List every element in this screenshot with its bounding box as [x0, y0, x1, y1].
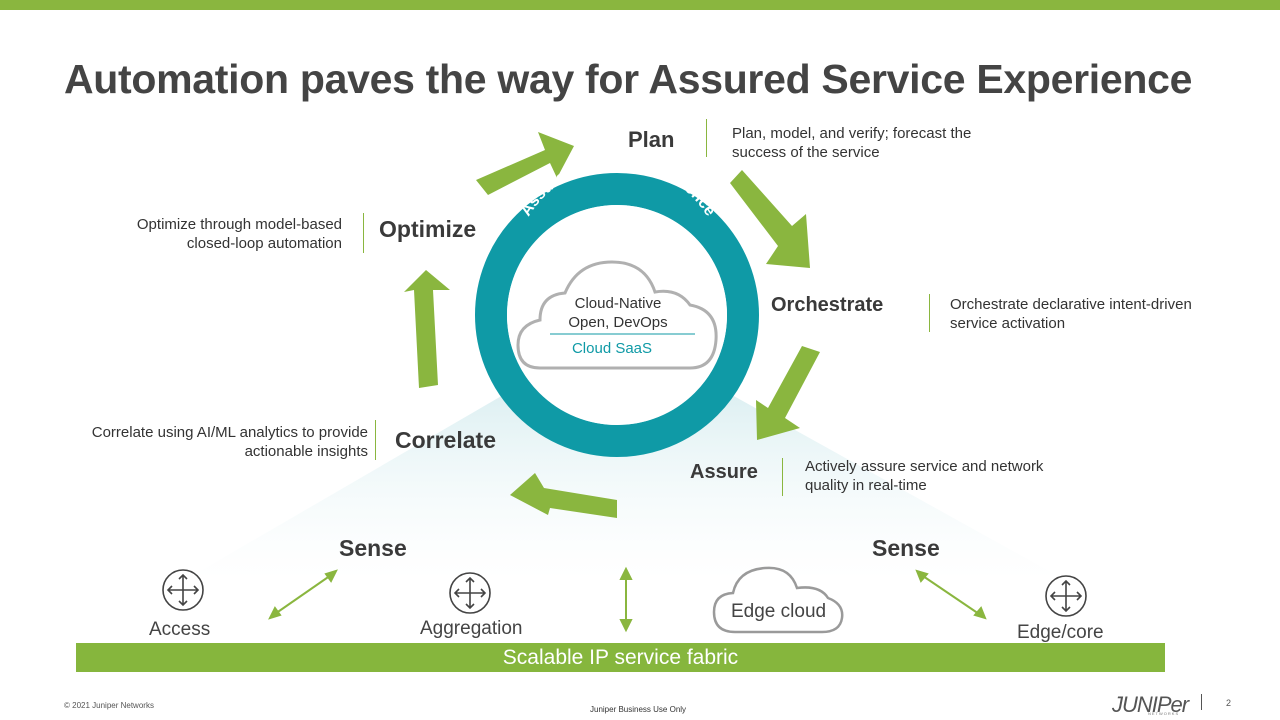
divider	[375, 420, 376, 460]
assure-description-line1: Actively assure service and network	[805, 458, 1044, 475]
correlate-description-line2: actionable insights	[244, 443, 368, 460]
divider	[706, 119, 707, 157]
ip-service-fabric-bar: Scalable IP service fabric	[76, 643, 1165, 672]
arrow-assure-to-correlate	[510, 473, 617, 518]
plan-description-line2: success of the service	[732, 144, 880, 161]
juniper-logo-sub: NETWORKS	[1148, 711, 1180, 716]
juniper-logo: JUNIPer	[1112, 692, 1189, 717]
access-label: Access	[149, 619, 211, 640]
footer-separator	[1201, 694, 1202, 710]
router-icon	[1045, 575, 1087, 617]
arrow-optimize-to-plan	[476, 132, 574, 195]
orchestrate-description-line1: Orchestrate declarative intent-driven	[950, 296, 1192, 313]
classification-text: Juniper Business Use Only	[590, 705, 687, 714]
cloud-saas-text: Cloud SaaS	[571, 340, 653, 357]
copyright-text: © 2021 Juniper Networks	[64, 701, 154, 710]
divider	[929, 294, 930, 332]
aggregation-label: Aggregation	[420, 618, 523, 639]
correlate-description-line1: Correlate using AI/ML analytics to provi…	[91, 424, 368, 441]
sense-right-label: Sense	[872, 535, 940, 561]
open-devops-text: Open, DevOps	[568, 314, 668, 331]
stage-optimize-label: Optimize	[379, 216, 477, 242]
edge-core-label: Edge/core	[1017, 622, 1104, 643]
divider	[363, 213, 364, 253]
stage-plan-label: Plan	[628, 127, 675, 152]
top-accent-bar	[0, 0, 1280, 10]
stage-assure-label: Assure	[690, 461, 758, 483]
assured-ring	[475, 173, 759, 457]
cycle-arrows	[404, 132, 820, 518]
edge-cloud-label: Edge cloud	[731, 601, 827, 622]
page-number: 2	[1226, 698, 1232, 708]
edge-cloud-icon	[712, 566, 844, 634]
sense-left-label: Sense	[339, 535, 407, 561]
center-cloud	[516, 260, 718, 370]
orchestrate-description-line2: service activation	[950, 315, 1066, 332]
stage-orchestrate-label: Orchestrate	[771, 294, 884, 316]
plan-description-line1: Plan, model, and verify; forecast the	[732, 125, 972, 142]
divider	[782, 458, 783, 496]
optimize-description-line2: closed-loop automation	[186, 235, 342, 252]
cloud-native-text: Cloud-Native	[574, 295, 662, 312]
router-icon	[162, 569, 204, 611]
page-title: Automation paves the way for Assured Ser…	[64, 56, 1193, 102]
assure-description-line2: quality in real-time	[805, 477, 927, 494]
optimize-description-line1: Optimize through model-based	[136, 216, 342, 233]
sense-arrows	[268, 566, 987, 633]
arrow-plan-to-orchestrate	[730, 170, 810, 268]
stage-correlate-label: Correlate	[395, 427, 496, 453]
arrow-correlate-to-optimize	[404, 270, 450, 388]
router-icon	[449, 572, 491, 614]
arrow-orchestrate-to-assure	[756, 346, 820, 440]
